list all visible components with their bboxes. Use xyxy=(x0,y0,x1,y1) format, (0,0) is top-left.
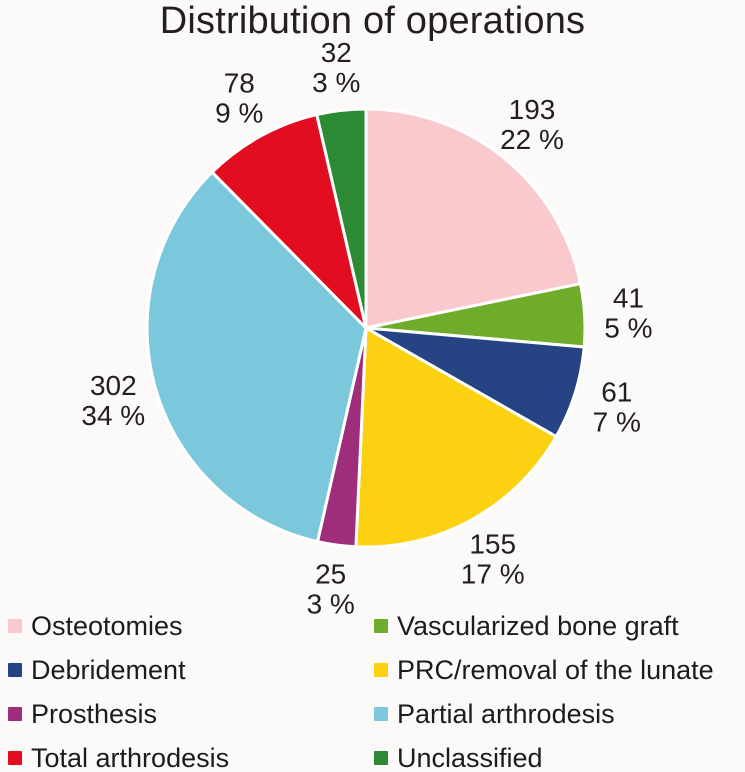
legend-label-debridement: Debridement xyxy=(31,654,186,685)
slice-value-label-prosthesis: 25 xyxy=(315,558,346,589)
legend-label-total-arthrodesis: Total arthrodesis xyxy=(31,742,230,772)
legend-label-vascularized-bone-graft: Vascularized bone graft xyxy=(397,610,679,641)
legend-swatch-total-arthrodesis xyxy=(8,751,22,765)
pie-slice-osteotomies xyxy=(364,107,582,330)
slice-value-label-unclassified: 32 xyxy=(321,37,352,68)
pie-slice-partial-arthrodesis xyxy=(145,170,368,544)
legend-swatch-partial-arthrodesis xyxy=(374,707,388,721)
slice-value-label-osteotomies: 193 xyxy=(509,94,556,125)
legend-item-debridement: Debridement xyxy=(8,654,374,685)
pie-slice-total-arthrodesis xyxy=(210,113,368,330)
slice-value-label-debridement: 61 xyxy=(601,376,632,407)
pie-slice-prc-removal-of-lunate xyxy=(354,326,558,549)
slice-percent-label-prosthesis: 3 % xyxy=(307,588,355,619)
slice-value-label-partial-arthrodesis: 302 xyxy=(90,370,137,401)
legend-item-osteotomies: Osteotomies xyxy=(8,610,374,641)
legend-swatch-vascularized-bone-graft xyxy=(374,619,388,633)
legend-swatch-debridement xyxy=(8,663,22,677)
slice-value-label-total-arthrodesis: 78 xyxy=(224,68,255,99)
legend-item-unclassified: Unclassified xyxy=(374,742,745,772)
slice-percent-label-prc-removal-of-lunate: 17 % xyxy=(461,558,525,589)
legend-item-vascularized-bone-graft: Vascularized bone graft xyxy=(374,610,745,641)
legend-label-prosthesis: Prosthesis xyxy=(31,698,158,729)
legend-label-osteotomies: Osteotomies xyxy=(31,610,183,641)
slice-percent-label-vascularized-bone-graft: 5 % xyxy=(604,313,652,344)
slice-value-label-vascularized-bone-graft: 41 xyxy=(613,283,644,314)
legend-label-unclassified: Unclassified xyxy=(397,742,543,772)
legend-item-total-arthrodesis: Total arthrodesis xyxy=(8,742,374,772)
slice-percent-label-debridement: 7 % xyxy=(593,406,641,437)
slice-percent-label-unclassified: 3 % xyxy=(312,67,360,98)
legend-label-partial-arthrodesis: Partial arthrodesis xyxy=(397,698,615,729)
slice-value-label-prc-removal-of-lunate: 155 xyxy=(469,528,516,559)
pie-slice-unclassified xyxy=(315,107,368,330)
legend-item-partial-arthrodesis: Partial arthrodesis xyxy=(374,698,745,729)
slice-percent-label-partial-arthrodesis: 34 % xyxy=(81,400,145,431)
slice-percent-label-osteotomies: 22 % xyxy=(500,124,564,155)
legend-item-prc-removal-of-lunate: PRC/removal of the lunate xyxy=(374,654,745,685)
chart-title: Distribution of operations xyxy=(159,0,586,42)
legend-swatch-prosthesis xyxy=(8,707,22,721)
legend-swatch-prc-removal-of-lunate xyxy=(374,663,388,677)
legend-swatch-osteotomies xyxy=(8,619,22,633)
slice-percent-label-total-arthrodesis: 9 % xyxy=(215,98,263,129)
legend-label-prc-removal-of-lunate: PRC/removal of the lunate xyxy=(397,654,714,685)
legend-swatch-unclassified xyxy=(374,751,388,765)
legend-item-prosthesis: Prosthesis xyxy=(8,698,374,729)
